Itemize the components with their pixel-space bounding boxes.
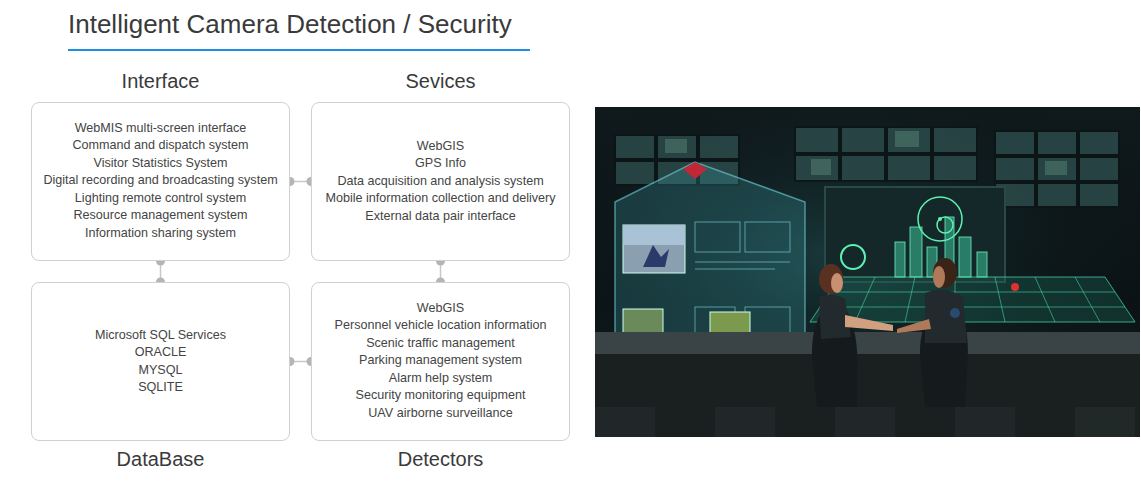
list-item: Resource management system	[32, 207, 289, 224]
list-item: MYSQL	[32, 362, 289, 379]
list-item: WebGIS	[312, 300, 569, 317]
list-item: SQLITE	[32, 379, 289, 396]
list-item: Security monitoring equipment	[312, 387, 569, 404]
item-list: Microsoft SQL ServicesORACLEMYSQLSQLITE	[32, 327, 289, 397]
list-item: Microsoft SQL Services	[32, 327, 289, 344]
item-list: WebMIS multi-screen interfaceCommand and…	[32, 120, 289, 242]
list-item: Lighting remote control system	[32, 190, 289, 207]
list-item: Alarm help system	[312, 370, 569, 387]
item-list: WebGISPersonnel vehicle location informa…	[312, 300, 569, 422]
item-list: WebGISGPS InfoData acquisition and analy…	[312, 138, 569, 225]
group-box: SevicesWebGISGPS InfoData acquisition an…	[311, 102, 570, 261]
control-room-illustration	[595, 107, 1140, 437]
list-item: Command and dispatch system	[32, 137, 289, 154]
group-heading: DataBase	[32, 448, 289, 471]
list-item: ORACLE	[32, 344, 289, 361]
list-item: UAV airborne surveillance	[312, 405, 569, 422]
list-item: Information sharing system	[32, 225, 289, 242]
underline	[68, 49, 530, 51]
page-title: Intelligent Camera Detection / Security	[68, 9, 512, 40]
list-item: Visitor Statistics System	[32, 155, 289, 172]
list-item: Personnel vehicle location information	[312, 317, 569, 334]
list-item: WebMIS multi-screen interface	[32, 120, 289, 137]
list-item: GPS Info	[312, 155, 569, 172]
group-box: DataBaseMicrosoft SQL ServicesORACLEMYSQ…	[31, 282, 290, 441]
group-heading: Interface	[32, 70, 289, 93]
group-box: InterfaceWebMIS multi-screen interfaceCo…	[31, 102, 290, 261]
list-item: External data pair interface	[312, 208, 569, 225]
group-heading: Detectors	[312, 448, 569, 471]
list-item: Scenic traffic management	[312, 335, 569, 352]
group-box: DetectorsWebGISPersonnel vehicle locatio…	[311, 282, 570, 441]
list-item: Data acquisition and analysis system	[312, 173, 569, 190]
group-heading: Sevices	[312, 70, 569, 93]
list-item: Digital recording and broadcasting syste…	[32, 172, 289, 189]
list-item: Parking management system	[312, 352, 569, 369]
list-item: Mobile information collection and delive…	[312, 190, 569, 207]
list-item: WebGIS	[312, 138, 569, 155]
